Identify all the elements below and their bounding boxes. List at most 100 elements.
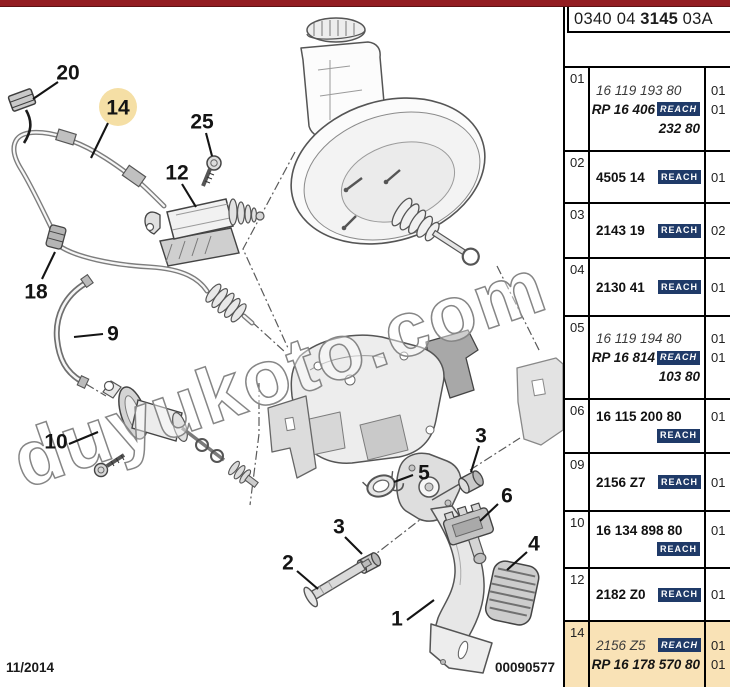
qty-value: 02 bbox=[711, 223, 726, 238]
row-qty: 02 bbox=[706, 204, 730, 257]
part-number: 4505 14 bbox=[596, 169, 645, 185]
reach-badge[interactable]: REACH bbox=[657, 280, 701, 294]
callout-label: 25 bbox=[190, 111, 214, 134]
reach-badge[interactable]: REACH bbox=[656, 102, 700, 116]
clutch-master-cylinder bbox=[93, 380, 259, 489]
callout-9[interactable]: 9 bbox=[73, 323, 119, 346]
callout-6[interactable]: 6 bbox=[479, 485, 513, 522]
callout-leader-line bbox=[393, 474, 414, 483]
row-part-numbers: 2182 Z0 REACH bbox=[590, 569, 706, 620]
part-number: 2182 Z0 bbox=[596, 587, 646, 602]
table-row-12[interactable]: 12 2182 Z0 REACH 01 bbox=[565, 569, 730, 622]
row-ref: 12 bbox=[565, 569, 590, 620]
row-ref: 03 bbox=[565, 204, 590, 257]
callout-4[interactable]: 4 bbox=[506, 533, 540, 571]
qty-value: 01 bbox=[711, 350, 726, 365]
clutch-switch bbox=[442, 502, 494, 565]
qty-value: 01 bbox=[711, 101, 726, 117]
callout-leader-line bbox=[296, 570, 319, 590]
qty-value: 01 bbox=[711, 82, 726, 98]
part-number: 2143 19 bbox=[596, 223, 645, 238]
callout-label: 20 bbox=[56, 62, 79, 85]
pedal-assembly bbox=[396, 452, 493, 674]
row-qty: 01 bbox=[706, 400, 730, 452]
reach-badge[interactable]: REACH bbox=[656, 350, 700, 365]
part-number: RP 16 814 bbox=[591, 350, 655, 365]
clutch-pipe bbox=[11, 128, 255, 326]
callout-3a[interactable]: 3 bbox=[469, 425, 487, 473]
callout-10[interactable]: 10 bbox=[44, 431, 99, 454]
callout-14[interactable]: 14 bbox=[90, 88, 137, 159]
page-code-suffix: 03A bbox=[682, 9, 713, 28]
reach-badge[interactable]: REACH bbox=[657, 638, 701, 652]
callout-2[interactable]: 2 bbox=[282, 552, 319, 590]
pushrod-2 bbox=[303, 558, 373, 608]
reach-badge[interactable]: REACH bbox=[656, 428, 700, 443]
part-number: 2156 Z7 bbox=[596, 474, 646, 490]
reach-badge[interactable]: REACH bbox=[657, 475, 701, 489]
callout-label: 4 bbox=[528, 533, 540, 556]
footer-doc-number: 00090577 bbox=[495, 660, 556, 675]
reach-badge[interactable]: REACH bbox=[656, 542, 700, 556]
top-red-bar bbox=[0, 0, 730, 7]
callout-18[interactable]: 18 bbox=[24, 251, 56, 304]
grommet bbox=[45, 224, 67, 250]
part-number: 16 115 200 80 bbox=[596, 409, 682, 424]
callout-layer: 20 14 25 12 18 9 10 3 5 6 3 4 2 1 bbox=[24, 62, 540, 631]
brake-booster bbox=[290, 97, 486, 266]
row-ref: 05 bbox=[565, 317, 590, 398]
row-qty: 01 bbox=[706, 512, 730, 567]
qty-value: 01 bbox=[711, 522, 726, 538]
callout-leader-line bbox=[479, 503, 499, 522]
callout-25[interactable]: 25 bbox=[190, 111, 214, 157]
callout-label: 10 bbox=[44, 431, 67, 454]
part-number: 2156 Z5 bbox=[596, 637, 646, 653]
slave-cylinder bbox=[144, 198, 265, 267]
callout-label: 1 bbox=[391, 608, 403, 631]
callout-3b[interactable]: 3 bbox=[333, 516, 363, 555]
qty-value: 01 bbox=[711, 656, 726, 672]
callout-leader-line bbox=[181, 183, 197, 208]
row-ref: 02 bbox=[565, 152, 590, 202]
row-ref: 01 bbox=[565, 68, 590, 150]
callout-1[interactable]: 1 bbox=[391, 599, 435, 631]
table-row-03[interactable]: 03 2143 19 REACH 02 bbox=[565, 204, 730, 259]
page-code-main: 3145 bbox=[640, 9, 679, 28]
callout-label: 2 bbox=[282, 552, 294, 575]
callout-leader-line bbox=[32, 81, 59, 100]
row-qty: 01 bbox=[706, 259, 730, 315]
row-qty: 01 bbox=[706, 569, 730, 620]
clutch-hose bbox=[53, 273, 94, 389]
callout-leader-line bbox=[469, 445, 481, 473]
pedal-pad bbox=[484, 560, 540, 626]
callout-label: 6 bbox=[501, 485, 513, 508]
reach-badge[interactable]: REACH bbox=[657, 223, 701, 238]
callout-12[interactable]: 12 bbox=[165, 162, 197, 208]
callout-leader-line bbox=[506, 551, 528, 571]
reach-badge[interactable]: REACH bbox=[657, 170, 701, 184]
part-number: 103 80 bbox=[658, 369, 700, 384]
qty-value: 01 bbox=[711, 637, 726, 653]
callout-leader-line bbox=[90, 122, 109, 159]
callout-20[interactable]: 20 bbox=[32, 62, 80, 100]
callout-label: 3 bbox=[475, 425, 487, 448]
reach-badge[interactable]: REACH bbox=[657, 587, 701, 602]
construction-lines bbox=[85, 151, 541, 561]
qty-value bbox=[706, 540, 730, 559]
page-code-header: 0340 04 3145 03A bbox=[567, 5, 730, 33]
callout-5[interactable]: 5 bbox=[393, 462, 430, 485]
qty-value: 01 bbox=[711, 474, 726, 490]
qty-value: 01 bbox=[711, 409, 726, 424]
